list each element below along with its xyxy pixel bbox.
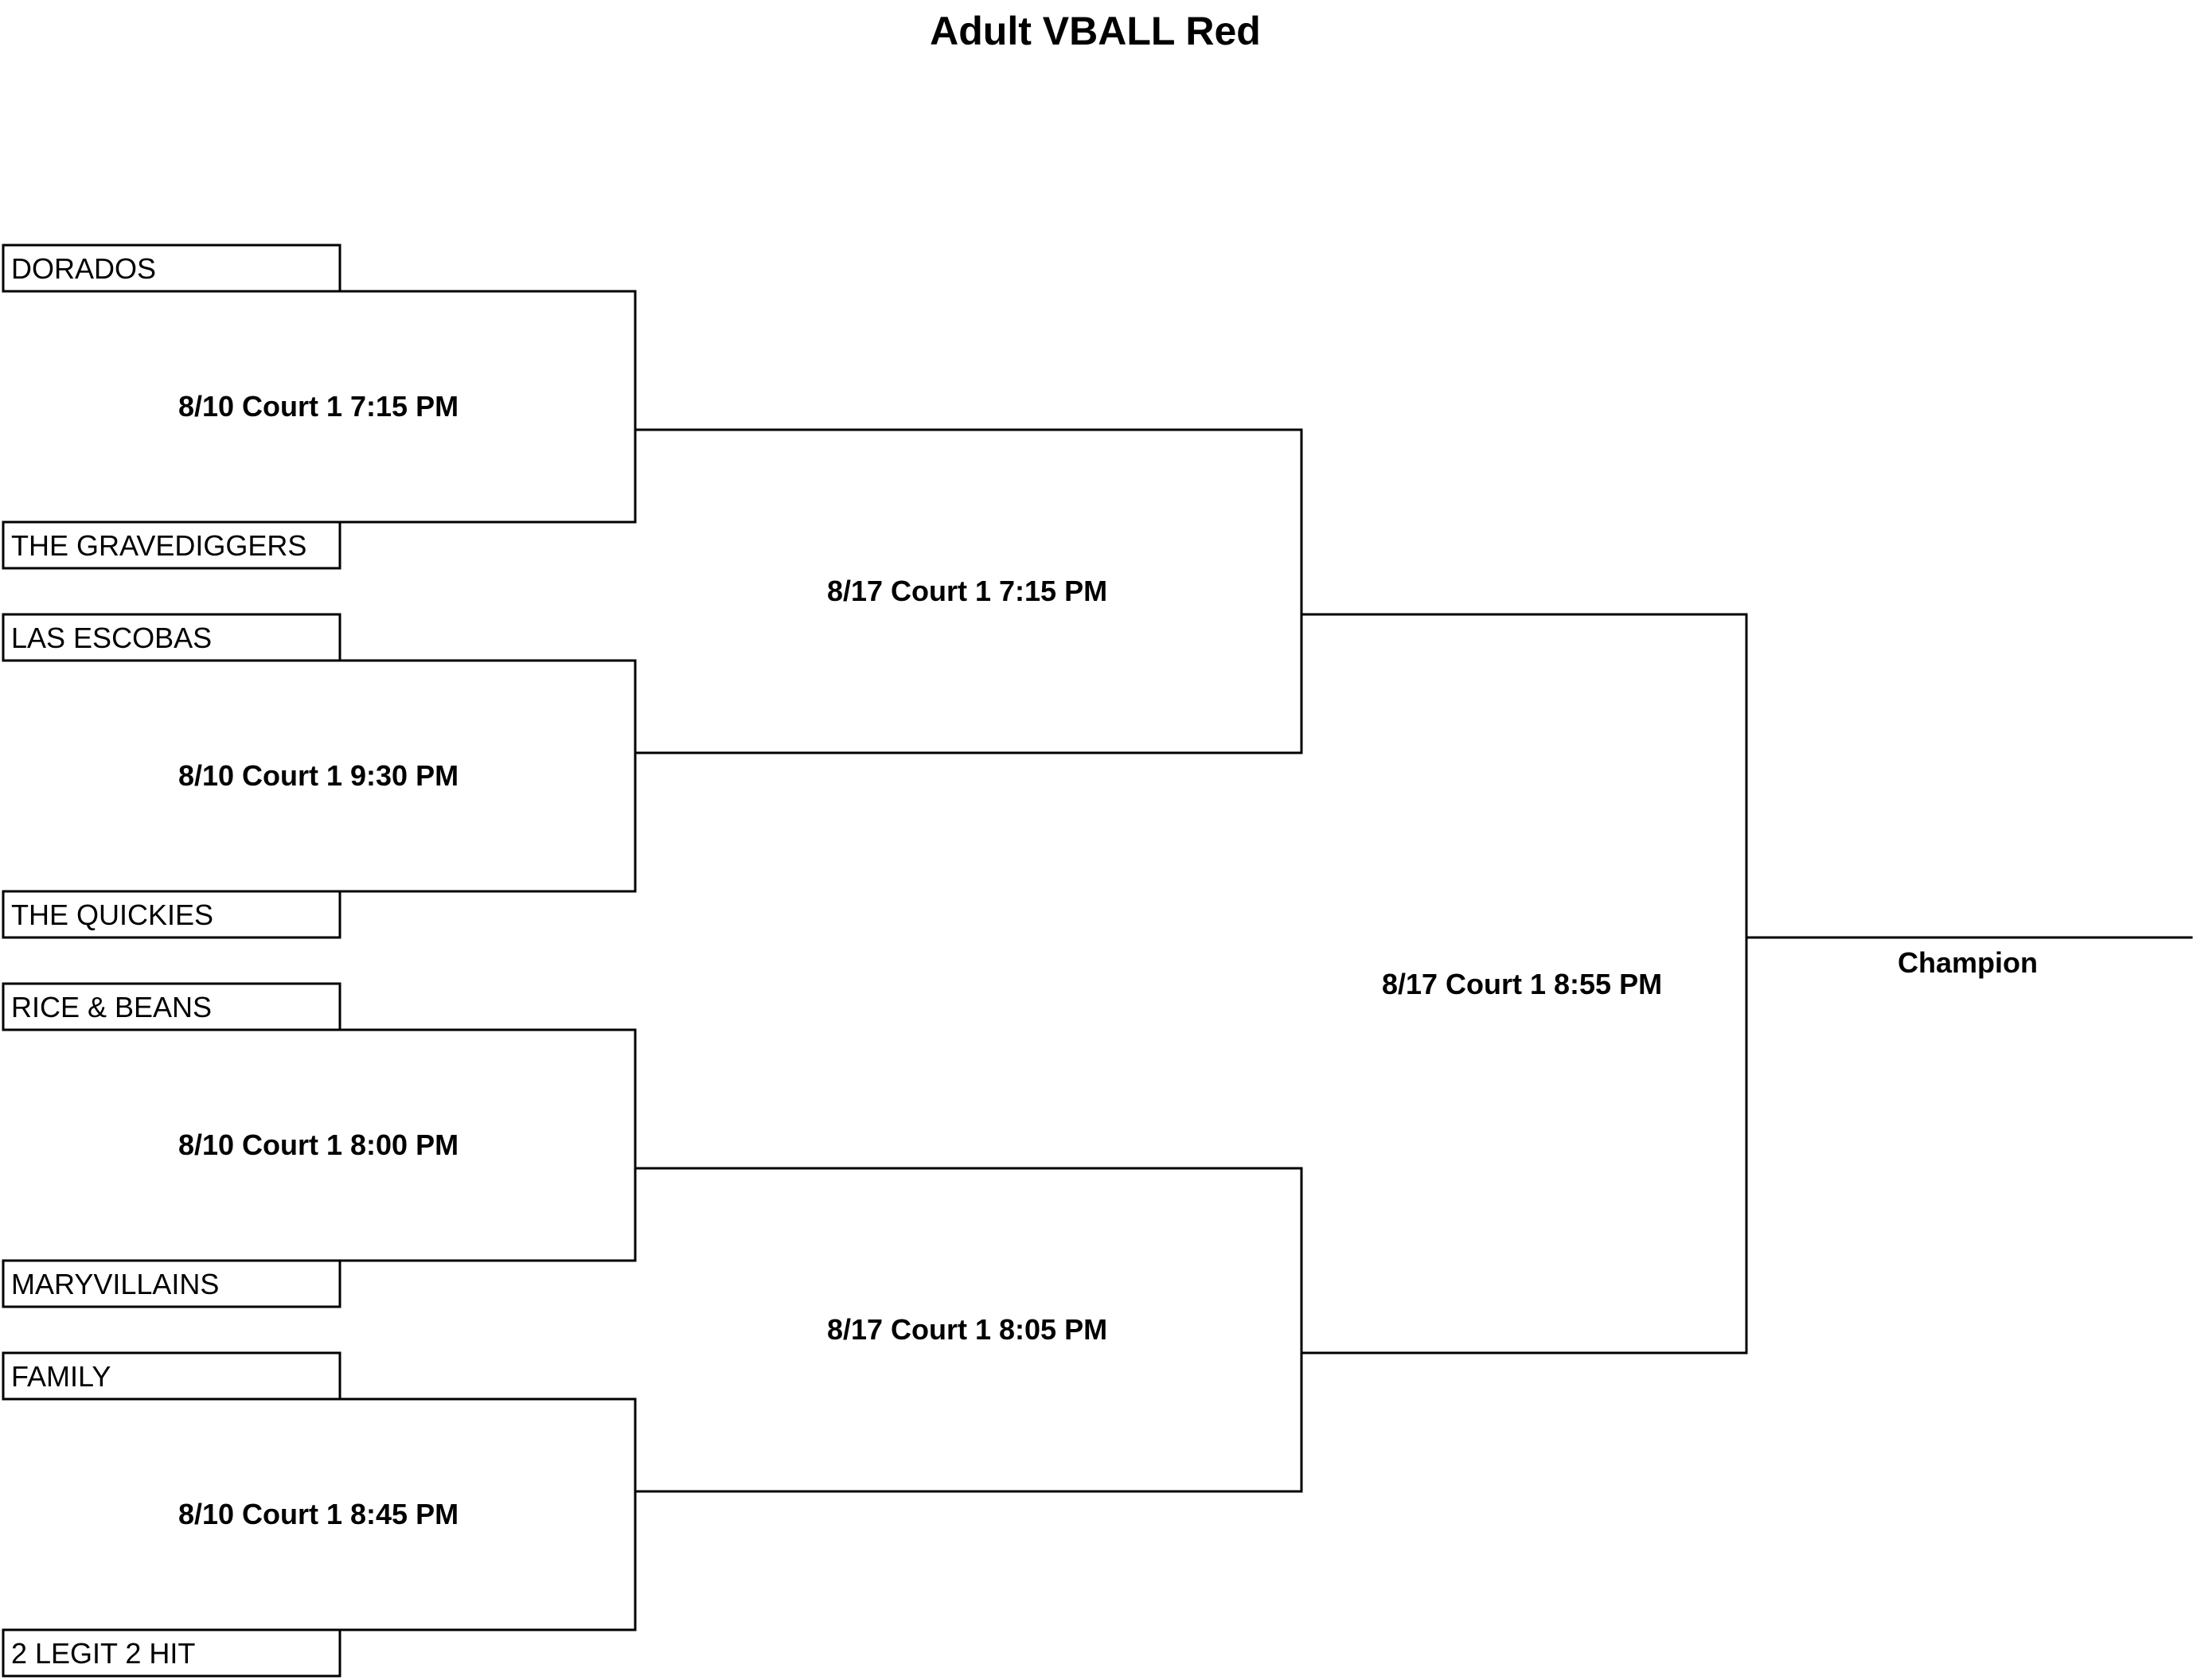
round1-match-bracket: [2, 290, 637, 524]
match-schedule-label: 8/17 Court 1 7:15 PM: [827, 575, 1107, 607]
semifinal-match-bracket: [634, 428, 1303, 754]
team-name: RICE & BEANS: [11, 991, 212, 1023]
match-schedule-label: 8/10 Court 1 9:30 PM: [178, 759, 459, 792]
final-match-bracket: [1300, 613, 1748, 1355]
match-schedule-label: 8/10 Court 1 8:00 PM: [178, 1128, 459, 1161]
round1-match-bracket: [2, 659, 637, 893]
team-name: 2 LEGIT 2 HIT: [11, 1637, 195, 1670]
team-name: MARYVILLAINS: [11, 1268, 219, 1300]
team-slot-box: [2, 244, 341, 293]
team-name: THE QUICKIES: [11, 898, 213, 931]
team-slot-box: [2, 890, 341, 939]
team-name: DORADOS: [11, 252, 156, 285]
match-schedule-label: 8/10 Court 1 8:45 PM: [178, 1498, 459, 1530]
team-name: THE GRAVEDIGGERS: [11, 529, 306, 562]
round1-match-bracket: [2, 1397, 637, 1631]
team-name: FAMILY: [11, 1360, 111, 1393]
match-schedule-label: 8/10 Court 1 7:15 PM: [178, 390, 459, 423]
bracket-title: Adult VBALL Red: [930, 9, 1261, 53]
match-schedule-label: 8/17 Court 1 8:55 PM: [1382, 968, 1662, 1000]
match-schedule-label: 8/17 Court 1 8:05 PM: [827, 1313, 1107, 1346]
team-slot-box: [2, 520, 341, 570]
round1-match-bracket: [2, 1028, 637, 1262]
champion-label: Champion: [1898, 946, 2038, 979]
semifinal-match-bracket: [634, 1167, 1303, 1493]
team-slot-box: [2, 1259, 341, 1308]
team-name: LAS ESCOBAS: [11, 622, 212, 654]
team-slot-box: [2, 1628, 341, 1678]
